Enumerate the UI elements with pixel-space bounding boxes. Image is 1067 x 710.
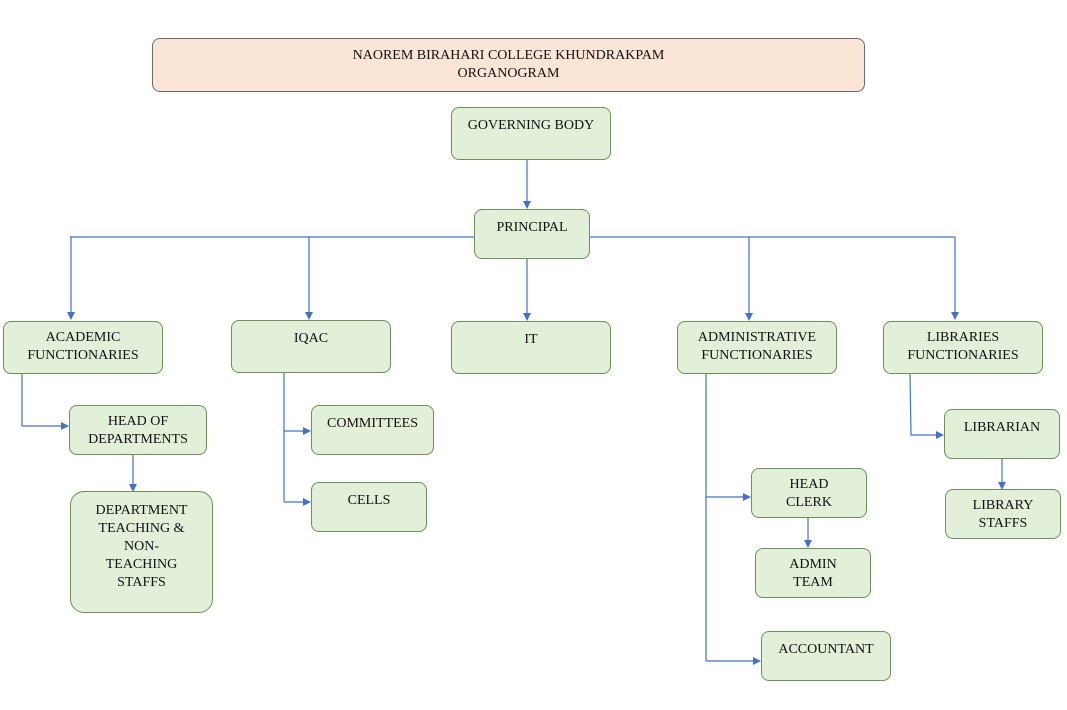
node-label: IQAC [293,331,329,346]
node-head-of-departments: HEAD OF DEPARTMENTS [69,405,207,455]
node-label: COMMITTEES [327,416,418,431]
node-librarian: LIBRARIAN [944,409,1060,459]
node-label: HEAD OF [107,414,169,429]
node-label: LIBRARIES [926,330,1000,345]
node-label: PRINCIPAL [496,220,568,235]
node-department-staffs: DEPARTMENT TEACHING & NON- TEACHING STAF… [70,491,213,613]
node-label: ADMINISTRATIVE [697,330,817,345]
node-label: GOVERNING BODY [467,118,595,133]
node-admin-team: ADMIN TEAM [755,548,871,598]
node-academic-functionaries: ACADEMIC FUNCTIONARIES [3,321,163,374]
node-label: NON- [123,539,159,554]
node-it: IT [451,321,611,374]
node-iqac: IQAC [231,320,391,373]
node-cells: CELLS [311,482,427,532]
node-label: DEPARTMENTS [88,432,188,447]
node-principal: PRINCIPAL [474,209,590,259]
node-label: LIBRARY [972,498,1034,513]
node-label: LIBRARIAN [963,420,1041,435]
node-library-staffs: LIBRARY STAFFS [945,489,1061,539]
connector-libraries-librarian [909,373,944,439]
node-label: STAFFS [117,575,166,590]
node-governing-body: GOVERNING BODY [451,107,611,160]
organogram-title: NAOREM BIRAHARI COLLEGE KHUNDRAKPAM ORGA… [152,38,865,92]
connector-academic-hod [21,374,69,430]
node-accountant: ACCOUNTANT [761,631,891,681]
node-label: FUNCTIONARIES [27,348,139,363]
node-head-clerk: HEAD CLERK [751,468,867,518]
node-label: ACADEMIC [45,330,121,345]
node-label: IT [524,332,538,347]
node-label: FUNCTIONARIES [701,348,813,363]
node-label: CELLS [347,493,391,508]
title-line-1: NAOREM BIRAHARI COLLEGE KHUNDRAKPAM [352,48,665,63]
node-label: DEPARTMENT [95,503,188,518]
node-label: FUNCTIONARIES [907,348,1019,363]
node-administrative-functionaries: ADMINISTRATIVE FUNCTIONARIES [677,321,837,374]
node-libraries-functionaries: LIBRARIES FUNCTIONARIES [883,321,1043,374]
node-label: ACCOUNTANT [778,642,874,657]
node-label: STAFFS [978,516,1028,531]
node-label: HEAD [789,477,829,492]
node-committees: COMMITTEES [311,405,434,455]
node-label: TEACHING [105,557,178,572]
title-line-2: ORGANOGRAM [457,66,560,81]
node-label: ADMIN [789,557,837,572]
node-label: TEAM [793,575,833,590]
node-label: CLERK [786,495,832,510]
node-label: TEACHING & [98,521,185,536]
